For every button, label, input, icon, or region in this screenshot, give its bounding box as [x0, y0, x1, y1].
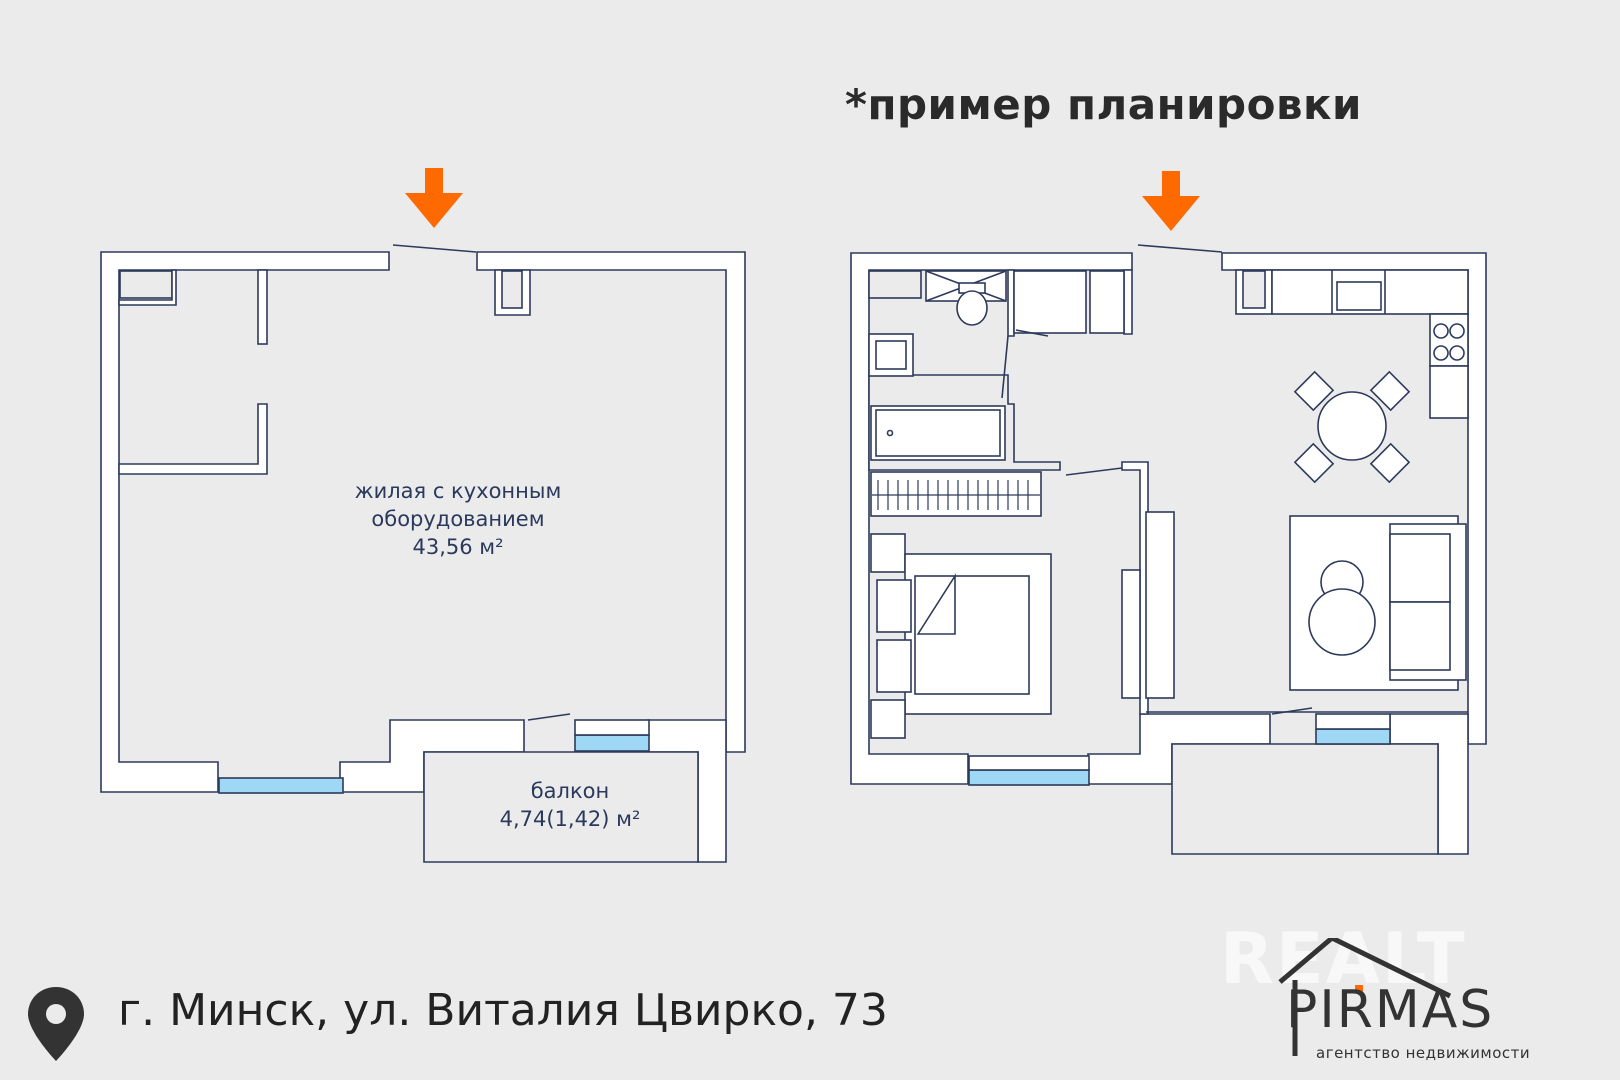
tv-unit: [1121, 569, 1141, 699]
left-balcony-wall: [423, 751, 699, 863]
balcony-label: балкон 4,74(1,42) м²: [470, 777, 670, 833]
left-window-1: [218, 777, 344, 794]
right-window-1: [968, 769, 1090, 786]
bathtub-inner: [875, 409, 1001, 457]
living-area: 43,56 м²: [412, 535, 504, 559]
living-label: жилая с кухонным оборудованием 43,56 м²: [308, 477, 608, 561]
arrow-down-icon: [405, 168, 463, 228]
roof-icon: [1278, 938, 1452, 1056]
logo-agency-name: PIRMAS: [1286, 980, 1495, 1040]
right-wall-outer: [850, 252, 1133, 785]
living-label-line2: оборудованием: [371, 507, 545, 531]
logo-tagline: агентство недвижимости: [1316, 1044, 1531, 1062]
left-window-frame: [574, 719, 650, 736]
right-balcony-door: [1271, 707, 1313, 715]
chairs: [1293, 370, 1411, 484]
sofa-seat-1: [1389, 533, 1451, 603]
right-window-2: [1315, 728, 1391, 745]
right-bed-wall: [1121, 461, 1149, 715]
right-bath-wall: [1007, 269, 1015, 337]
left-niche: [119, 270, 173, 299]
pillow-2: [876, 639, 912, 693]
tv-stand: [1145, 511, 1175, 699]
example-layout-note: *пример планировки: [845, 80, 1362, 129]
left-wall-outer: [100, 251, 390, 793]
pillow-1: [876, 579, 912, 633]
left-partition-1: [118, 269, 177, 306]
washer: [1013, 270, 1087, 334]
burner-2: [1449, 323, 1465, 339]
right-entry-door: [1137, 244, 1223, 253]
wardrobe-hangers: [872, 480, 1040, 510]
balcony-area: 4,74(1,42) м²: [499, 807, 641, 831]
wc-shelf: [1089, 270, 1125, 334]
right-window-frame-1: [968, 755, 1090, 771]
right-window-frame-2: [1315, 713, 1391, 730]
bedroom-door: [1065, 467, 1123, 476]
burner-3: [1433, 345, 1449, 361]
nightstand-1: [870, 533, 906, 573]
sofa-seat-2: [1389, 601, 1451, 671]
bed-inner: [914, 575, 1030, 695]
toilet-bowl: [956, 290, 988, 326]
arrow-down-icon-2: [1142, 171, 1200, 231]
right-niche: [868, 270, 922, 299]
left-shaft-inner: [501, 270, 523, 309]
sink: [875, 340, 907, 370]
burner-1: [1433, 323, 1449, 339]
right-wc-wall: [1123, 269, 1133, 335]
logo-watermark: REALT: [1220, 918, 1467, 1000]
plan-right: [850, 244, 1487, 855]
dining-table: [1317, 391, 1387, 461]
kitchen-shaft-inner: [1242, 270, 1266, 309]
left-partition-3: [118, 403, 268, 475]
plan-left: [100, 244, 746, 863]
bath-drain: [886, 429, 894, 437]
wc-door: [1015, 329, 1049, 337]
left-partition-2: [257, 269, 268, 345]
right-balcony: [1171, 743, 1439, 855]
map-pin-icon: [28, 987, 84, 1061]
bath-door: [1001, 335, 1009, 399]
agency-logo: REALT PIRMAS агентство недвижимости: [1210, 918, 1600, 1068]
wardrobe: [870, 471, 1042, 517]
kitchen-sink: [1336, 281, 1382, 311]
left-balcony-door: [527, 713, 571, 721]
nightstand-2: [870, 699, 906, 739]
balcony-label-text: балкон: [530, 779, 610, 803]
living-label-line1: жилая с кухонным: [354, 479, 562, 503]
left-window-2: [574, 734, 650, 752]
blanket-fold: [916, 573, 956, 635]
left-entry-door: [392, 244, 477, 253]
counter-side: [1429, 365, 1469, 419]
coffee-table: [1308, 588, 1376, 656]
burner-4: [1449, 345, 1465, 361]
address: г. Минск, ул. Виталия Цвирко, 73: [118, 985, 888, 1036]
